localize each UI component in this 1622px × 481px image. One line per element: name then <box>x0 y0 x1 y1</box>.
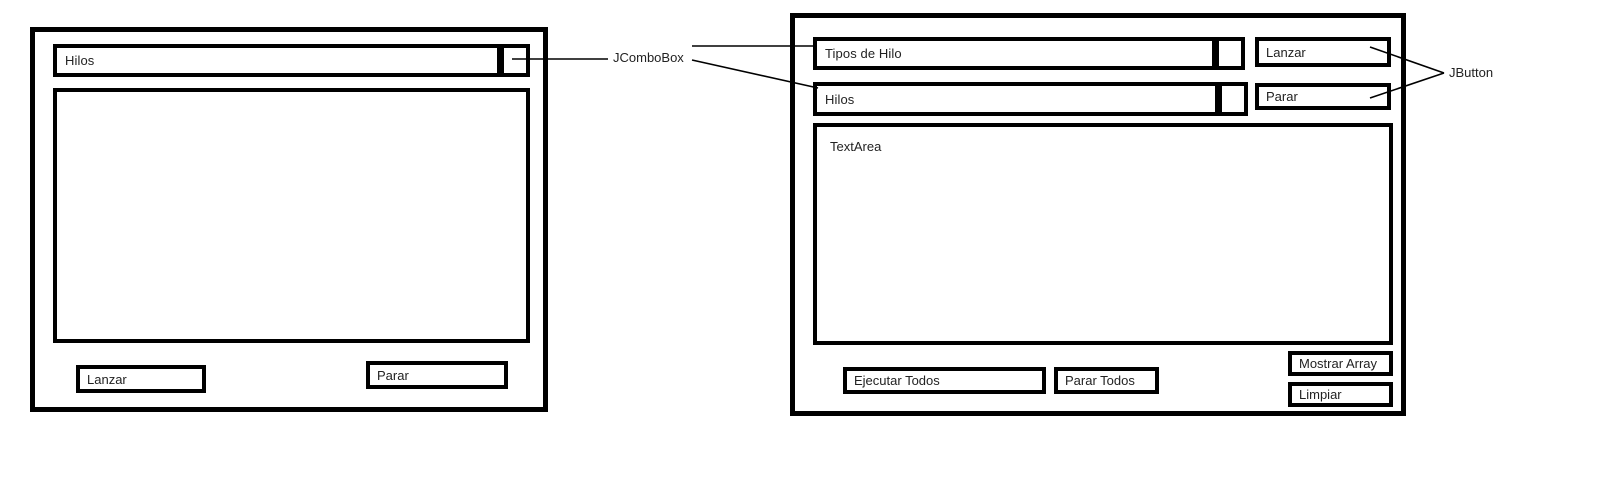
left-button-parar[interactable]: Parar <box>366 361 508 389</box>
right-combobox-tipos-field[interactable]: Tipos de Hilo <box>813 37 1216 70</box>
right-combobox-tipos-de-hilo[interactable]: Tipos de Hilo <box>813 37 1245 70</box>
right-combobox-hilos[interactable]: Hilos <box>813 82 1248 116</box>
right-button-lanzar-label: Lanzar <box>1266 44 1306 60</box>
right-button-parar-label: Parar <box>1266 89 1298 104</box>
left-combobox-field[interactable]: Hilos <box>53 44 501 77</box>
right-text-area-label: TextArea <box>830 139 882 154</box>
right-window-frame: Tipos de Hilo Hilos Lanzar Parar TextAre… <box>790 13 1406 416</box>
left-button-lanzar[interactable]: Lanzar <box>76 365 206 393</box>
right-button-limpiar[interactable]: Limpiar <box>1288 382 1393 407</box>
right-text-area[interactable]: TextArea <box>813 123 1393 345</box>
right-button-limpiar-label: Limpiar <box>1299 387 1342 402</box>
right-combobox-hilos-value: Hilos <box>825 91 855 107</box>
left-combobox-value: Hilos <box>65 53 95 68</box>
left-button-parar-label: Parar <box>377 367 409 383</box>
annotation-jbutton-label: JButton <box>1449 65 1494 80</box>
left-combobox-dropdown-button[interactable] <box>500 44 530 77</box>
annotation-jcombobox-label: JComboBox <box>613 50 684 65</box>
right-button-ejecutar-todos-label: Ejecutar Todos <box>854 373 940 388</box>
left-button-lanzar-label: Lanzar <box>87 371 127 387</box>
right-combobox-hilos-field[interactable]: Hilos <box>813 82 1219 116</box>
right-button-parar[interactable]: Parar <box>1255 83 1391 110</box>
left-list-area[interactable] <box>53 88 530 343</box>
right-button-mostrar-array-label: Mostrar Array <box>1299 356 1378 371</box>
right-combobox-tipos-dropdown-button[interactable] <box>1215 37 1245 70</box>
annotation-jbutton: JButton <box>1449 66 1493 79</box>
right-button-parar-todos-label: Parar Todos <box>1065 373 1135 388</box>
left-combobox-hilos[interactable]: Hilos <box>53 44 530 77</box>
right-button-lanzar[interactable]: Lanzar <box>1255 37 1391 67</box>
right-combobox-hilos-dropdown-button[interactable] <box>1218 82 1248 116</box>
right-button-parar-todos[interactable]: Parar Todos <box>1054 367 1159 394</box>
right-button-mostrar-array[interactable]: Mostrar Array <box>1288 351 1393 376</box>
right-combobox-tipos-value: Tipos de Hilo <box>825 46 902 61</box>
annotation-jcombobox: JComboBox <box>613 51 684 64</box>
left-window-frame: Hilos Lanzar Parar <box>30 27 548 412</box>
right-button-ejecutar-todos[interactable]: Ejecutar Todos <box>843 367 1046 394</box>
